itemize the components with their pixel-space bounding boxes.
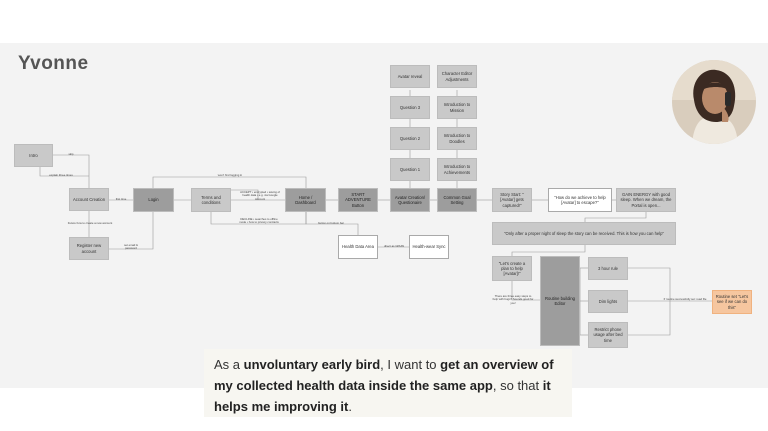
node-common-goal[interactable]: Common Goal Setting bbox=[437, 188, 477, 212]
node-account-creation[interactable]: Account Creation bbox=[69, 188, 109, 211]
node-register-new-account[interactable]: Register new account bbox=[69, 237, 109, 260]
flow-canvas bbox=[0, 43, 768, 388]
node-question-3[interactable]: Question 3 bbox=[390, 96, 430, 119]
note-decline: DECLINE • searches to offline mode • how… bbox=[239, 217, 279, 225]
note-explain-three-times: explain three times bbox=[49, 173, 73, 177]
node-story-start[interactable]: Story Start: "[Avatar] gets captured!" bbox=[492, 188, 532, 212]
story-prefix: As a bbox=[214, 357, 244, 372]
story-mid2: , so that bbox=[492, 377, 543, 393]
story-mid1: , I want to bbox=[380, 357, 441, 372]
node-character-editor[interactable]: Character Editor Adjustments bbox=[437, 65, 477, 88]
user-story: As a unvoluntary early bird, I want to g… bbox=[204, 349, 572, 417]
note-skip: skip bbox=[68, 152, 74, 156]
note-wont-find-logging-in: won't find logging in bbox=[217, 173, 243, 177]
node-intro[interactable]: Intro bbox=[14, 144, 53, 167]
story-goal: get an overview of my collected health d… bbox=[214, 357, 554, 393]
node-question-2[interactable]: Question 2 bbox=[390, 127, 430, 150]
node-avatar-reveal[interactable]: Avatar reveal bbox=[390, 65, 430, 88]
note-if-routine-set: If routine successfully set: read file bbox=[663, 297, 707, 301]
node-restrict-phone[interactable]: Restrict phone usage after bed time bbox=[588, 322, 628, 348]
node-intro-mission[interactable]: Introduction to Mission bbox=[437, 96, 477, 119]
note-first-time: first time bbox=[115, 197, 127, 201]
node-avatar-creation[interactable]: Avatar Creation/ Questionaire bbox=[390, 188, 430, 212]
node-terms-conditions[interactable]: Terms and conditions bbox=[191, 188, 231, 212]
node-gain-energy[interactable]: GAIN ENERGY with good sleep. When we dre… bbox=[616, 188, 676, 212]
note-set-email-password: set email & password bbox=[124, 243, 138, 251]
node-intro-doodles[interactable]: Introduction to Doodles bbox=[437, 127, 477, 150]
node-health-data-area[interactable]: Health Data Area bbox=[338, 235, 378, 259]
node-question-1[interactable]: Question 1 bbox=[390, 158, 430, 181]
node-routine-editor[interactable]: Routine building Editor bbox=[540, 256, 580, 346]
note-sent-via-sync: direct as GPHW bbox=[383, 244, 405, 248]
story-benefit: it helps me improving it bbox=[214, 377, 551, 414]
node-routine-set[interactable]: Routine set "Let's see if we can do this… bbox=[712, 290, 752, 314]
note-future-how-to: Future how to create a new account bbox=[67, 221, 113, 225]
node-lets-create-plan[interactable]: "Let's create a plan to help [Avatar]!" bbox=[492, 256, 532, 281]
node-how-achieve[interactable]: "How do we achieve to help [Avatar] to e… bbox=[548, 188, 612, 212]
node-start-adventure[interactable]: START ADVENTURE Button bbox=[338, 188, 378, 212]
story-role: unvoluntary early bird bbox=[243, 357, 381, 372]
note-easy-steps: There are three easy steps to help with … bbox=[492, 294, 534, 305]
node-intro-achievements[interactable]: Introduction to Achievements bbox=[437, 158, 477, 181]
note-accept: ACCEPT • encrypted • saving of health da… bbox=[240, 190, 280, 201]
node-3-hour-rule[interactable]: 3 hour rule bbox=[588, 257, 628, 280]
story-suffix: . bbox=[348, 398, 352, 414]
node-home-dashboard[interactable]: Home / Dashboard bbox=[285, 188, 326, 212]
persona-name: Yvonne bbox=[18, 53, 89, 74]
note-button-bottom-bar: button on bottom bar bbox=[318, 221, 344, 225]
node-only-after[interactable]: "Only after a proper night of sleep the … bbox=[492, 222, 676, 245]
node-login[interactable]: Login bbox=[133, 188, 174, 212]
node-dim-lights[interactable]: Dim lights bbox=[588, 290, 628, 313]
node-health-wear-sync[interactable]: Health-wear Sync bbox=[409, 235, 449, 259]
